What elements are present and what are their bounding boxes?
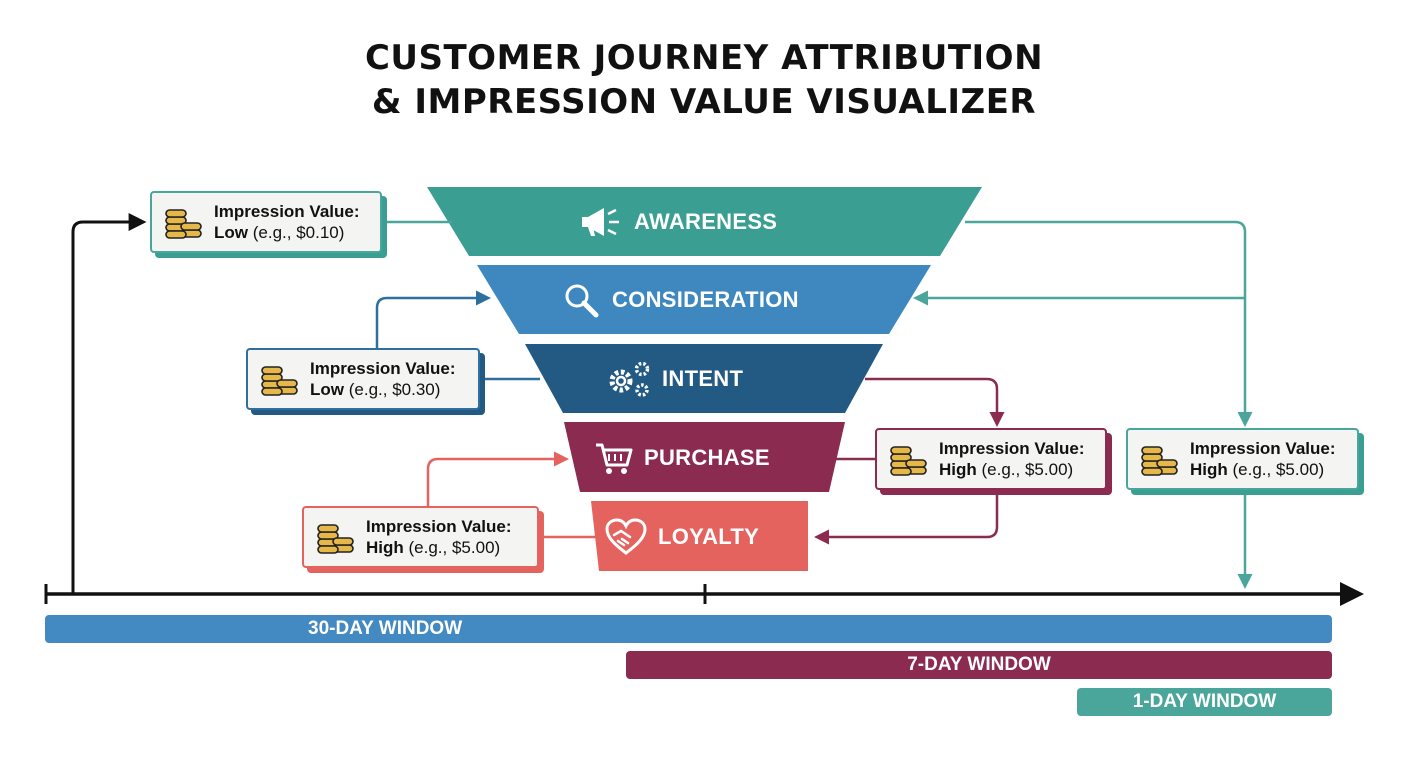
value-card-title: Impression Value:	[939, 439, 1085, 458]
handshake-heart-icon	[605, 518, 647, 555]
stage-consideration-label: CONSIDERATION	[612, 287, 799, 312]
value-card-text: Impression Value: Low (e.g., $0.30)	[310, 358, 456, 400]
coins-icon	[317, 524, 354, 554]
value-card-text: Impression Value: High (e.g., $5.00)	[366, 516, 512, 558]
stage-awareness-label: AWARENESS	[634, 209, 778, 234]
value-card-amount: (e.g., $5.00)	[408, 538, 501, 557]
gears-icon	[609, 361, 650, 397]
value-card-amount: (e.g., $0.10)	[252, 223, 345, 242]
window-7-day: 7-DAY WINDOW	[626, 651, 1332, 679]
coins-icon	[890, 446, 927, 476]
timeline-arrowhead	[1340, 582, 1364, 606]
arrow-intent-card-to-consideration	[375, 290, 491, 348]
coins-icon	[165, 209, 202, 239]
value-card-amount: (e.g., $5.00)	[1232, 460, 1325, 479]
value-card-level: High	[1190, 460, 1228, 479]
stage-purchase: PURCHASE	[594, 438, 770, 478]
stage-loyalty: LOYALTY	[604, 517, 759, 557]
stage-purchase-label: PURCHASE	[644, 445, 770, 470]
megaphone-icon	[582, 208, 619, 236]
arrow-loyalty-card-to-purchase	[426, 451, 569, 508]
window-30-day: 30-DAY WINDOW	[45, 615, 1332, 643]
window-7-day-label: 7-DAY WINDOW	[907, 654, 1051, 675]
coins-icon	[1141, 446, 1178, 476]
funnel-stage-loyalty	[591, 501, 808, 571]
value-card-text: Impression Value: Low (e.g., $0.10)	[214, 201, 360, 243]
magnifier-icon	[565, 284, 599, 318]
title-line-1: CUSTOMER JOURNEY ATTRIBUTION	[364, 38, 1044, 78]
funnel-stage-intent	[525, 344, 883, 413]
value-card-one-day: Impression Value: High (e.g., $5.00)	[1126, 428, 1359, 490]
arrow-intent-to-purchase-card	[865, 377, 1005, 427]
value-card-title: Impression Value:	[366, 517, 512, 536]
window-1-day: 1-DAY WINDOW	[1077, 688, 1332, 716]
stage-loyalty-label: LOYALTY	[658, 524, 760, 549]
funnel-stage-awareness	[427, 187, 982, 256]
title-line-2: & IMPRESSION VALUE VISUALIZER	[371, 82, 1037, 122]
stage-intent: INTENT	[606, 359, 743, 399]
funnel-stage-consideration	[477, 265, 931, 334]
value-card-amount: (e.g., $5.00)	[981, 460, 1074, 479]
value-card-level: Low	[310, 380, 344, 399]
value-card-text: Impression Value: High (e.g., $5.00)	[939, 438, 1085, 480]
value-card-level: Low	[214, 223, 248, 242]
stage-intent-label: INTENT	[662, 366, 744, 391]
arrow-purchase-card-to-loyalty	[814, 492, 999, 545]
value-card-awareness: Impression Value: Low (e.g., $0.10)	[150, 191, 382, 253]
value-card-text: Impression Value: High (e.g., $5.00)	[1190, 438, 1336, 480]
window-30-day-label: 30-DAY WINDOW	[308, 618, 463, 639]
value-card-title: Impression Value:	[1190, 439, 1336, 458]
value-card-level: High	[366, 538, 404, 557]
value-card-loyalty: Impression Value: High (e.g., $5.00)	[302, 506, 539, 568]
value-card-amount: (e.g., $0.30)	[348, 380, 441, 399]
cart-icon	[596, 443, 633, 474]
arrow-awareness-to-oneday	[965, 220, 1253, 427]
stage-awareness: AWARENESS	[576, 202, 777, 242]
value-card-title: Impression Value:	[214, 202, 360, 221]
value-card-level: High	[939, 460, 977, 479]
value-card-purchase: Impression Value: High (e.g., $5.00)	[875, 428, 1107, 490]
stage-consideration: CONSIDERATION	[562, 280, 799, 320]
value-card-intent: Impression Value: Low (e.g., $0.30)	[246, 348, 480, 410]
coins-icon	[261, 366, 298, 396]
funnel-stage-purchase	[564, 422, 845, 492]
value-card-title: Impression Value:	[310, 359, 456, 378]
arrow-timeline-to-awareness-card	[71, 213, 147, 594]
window-1-day-label: 1-DAY WINDOW	[1132, 691, 1277, 712]
